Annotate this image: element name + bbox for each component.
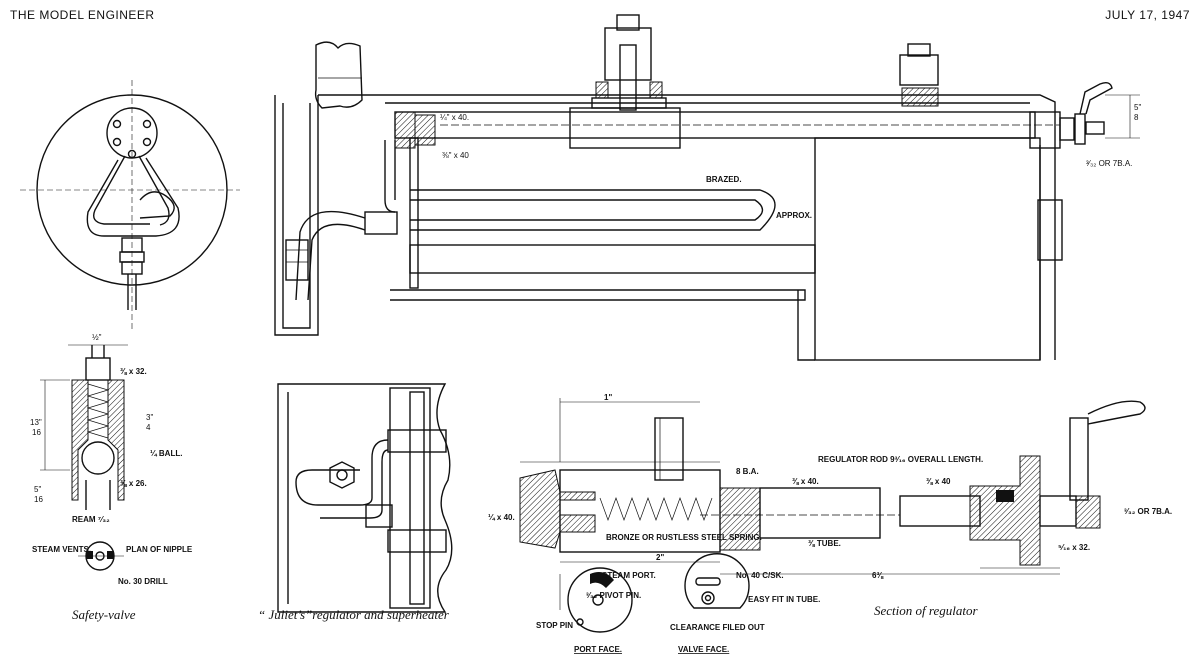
- safety-valve-section: 13"16 5"16 ½" 3"4: [30, 333, 153, 571]
- label-tube: ⅜ TUBE.: [808, 539, 841, 548]
- label-regulator-rod: REGULATOR ROD 9³⁄₁₆ OVERALL LENGTH.: [818, 455, 983, 464]
- label-x26: ⅜ x 26.: [120, 479, 147, 488]
- label-brazed: BRAZED.: [706, 175, 742, 184]
- label-six-in: 6⅜: [872, 571, 884, 580]
- svg-text:3": 3": [146, 413, 153, 422]
- label-x32-sv: ⅜ x 32.: [120, 367, 147, 376]
- label-x40-top: ¼" x 40.: [440, 113, 469, 122]
- label-steam-port: STEAM PORT.: [602, 571, 656, 580]
- regulator-plan-view: [277, 383, 453, 613]
- label-8ba: 8 B.A.: [736, 467, 759, 476]
- label-easy-fit: EASY FIT IN TUBE.: [748, 595, 820, 604]
- label-one-inch: 1": [604, 393, 612, 402]
- svg-text:16: 16: [34, 495, 43, 504]
- label-x40-r1: ⅜ x 40.: [792, 477, 819, 486]
- publication-title: THE MODEL ENGINEER: [10, 8, 155, 22]
- caption-regulator: “ Juliet’s”regulator and superheater: [258, 607, 449, 622]
- label-x40-left: ¼ x 40.: [488, 513, 515, 522]
- svg-text:5": 5": [1134, 103, 1141, 112]
- svg-text:4: 4: [146, 423, 151, 432]
- publication-date: JULY 17, 1947: [1105, 8, 1190, 22]
- label-approx: APPROX.: [776, 211, 812, 220]
- label-x32-r: ⁵⁄₁₆ x 32.: [1058, 543, 1090, 552]
- port-face-view: [559, 567, 633, 633]
- label-ream: REAM ⁷⁄₃₂: [72, 515, 110, 524]
- svg-text:16: 16: [32, 428, 41, 437]
- label-x40-r2: ⅜ x 40: [926, 477, 951, 486]
- label-pivot-pin: ³⁄₃₂ PIVOT PIN.: [586, 591, 641, 600]
- valve-face-view: [684, 553, 750, 609]
- label-drill: No. 30 DRILL: [118, 577, 168, 586]
- caption-section: Section of regulator: [874, 603, 978, 618]
- label-ba-right: ³⁄₃₂ OR 7B.A.: [1124, 507, 1172, 516]
- regulator-section: [519, 398, 1146, 575]
- label-two-inch: 2": [656, 553, 664, 562]
- label-plan-nipple: PLAN OF NIPPLE: [126, 545, 193, 554]
- label-no40: No. 40 C/SK.: [736, 571, 784, 580]
- regulator-elevation: 5"8: [274, 14, 1141, 361]
- label-valve-face: VALVE FACE.: [678, 645, 729, 654]
- label-spring: BRONZE OR RUSTLESS STEEL SPRING.: [606, 533, 762, 542]
- label-x40-mid: ⅜" x 40: [442, 151, 469, 160]
- label-stop-pin: STOP PIN: [536, 621, 573, 630]
- caption-safety-valve: Safety-valve: [72, 607, 136, 622]
- svg-text:5": 5": [34, 485, 41, 494]
- boiler-end-view: [20, 80, 240, 330]
- svg-text:13": 13": [30, 418, 42, 427]
- label-steam-vents: STEAM VENTS.: [32, 545, 91, 554]
- label-ball: ¼ BALL.: [150, 449, 182, 458]
- label-clearance: CLEARANCE FILED OUT: [670, 623, 765, 632]
- svg-text:½": ½": [92, 333, 102, 342]
- label-ba-top: ³⁄₃₂ OR 7B.A.: [1086, 159, 1132, 168]
- svg-text:8: 8: [1134, 113, 1139, 122]
- label-port-face: PORT FACE.: [574, 645, 622, 654]
